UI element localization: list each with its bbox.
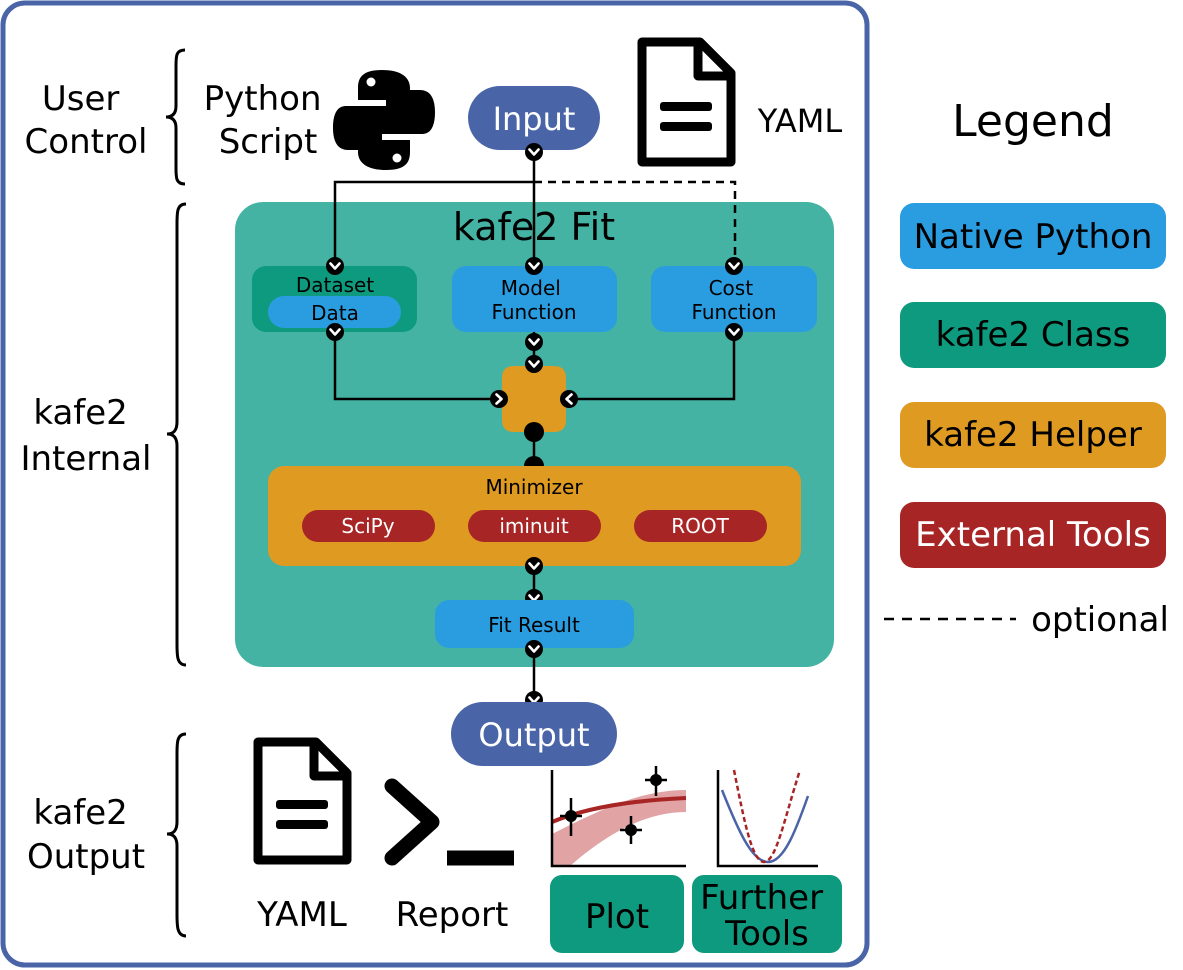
root-node	[634, 510, 767, 542]
iminuit-node	[468, 510, 601, 542]
chevron-down-icon	[523, 255, 545, 277]
further-tools-node	[692, 875, 842, 953]
scipy-node	[302, 510, 435, 542]
chevron-down-icon	[324, 321, 346, 343]
python-logo-icon	[333, 70, 435, 170]
chevron-down-icon	[523, 555, 545, 577]
legend-external-tools-label: External Tools	[915, 515, 1151, 555]
input-connectors	[333, 150, 737, 266]
input-node	[468, 86, 600, 150]
model-function-node	[452, 266, 617, 332]
section-label-internal: kafe2 Internal	[20, 393, 151, 479]
dataset-label: Dataset	[296, 273, 374, 297]
data-node	[268, 296, 401, 328]
section-label-user-control: User Control	[25, 79, 148, 162]
chevron-down-icon	[723, 321, 745, 343]
data-label: Data	[311, 301, 359, 325]
yaml-input-label: YAML	[757, 102, 843, 140]
kafe2-fit-title: kafe2 Fit	[453, 205, 615, 249]
legend-native-python	[900, 203, 1166, 269]
brace-internal	[166, 202, 187, 667]
chevron-down-icon	[523, 638, 545, 660]
legend-kafe2-class-label: kafe2 Class	[936, 315, 1131, 355]
yaml-output-file-icon	[253, 737, 352, 865]
fit-plot-icon	[550, 766, 687, 868]
terminal-icon	[384, 778, 514, 866]
chevron-down-icon	[324, 255, 346, 277]
legend-optional-label: optional	[1031, 600, 1169, 640]
fit-result-label: Fit Result	[488, 613, 580, 637]
plot-node	[550, 875, 684, 953]
legend-kafe2-helper	[900, 402, 1166, 468]
cost-function-label: Cost Function	[691, 276, 776, 324]
legend-title: Legend	[952, 96, 1114, 147]
output-label: Output	[478, 716, 589, 754]
legend-external-tools	[900, 502, 1166, 568]
legend-kafe2-helper-label: kafe2 Helper	[924, 415, 1142, 455]
scipy-label: SciPy	[341, 514, 394, 538]
model-function-label: Model Function	[491, 276, 576, 324]
fit-helper-node	[499, 366, 569, 432]
root-label: ROOT	[671, 514, 729, 538]
chevron-left-icon	[560, 390, 578, 408]
iminuit-label: iminuit	[499, 514, 569, 538]
connector-dot	[524, 422, 544, 442]
minimizer-label: Minimizer	[485, 475, 583, 499]
section-label-output: kafe2 Output	[27, 793, 145, 877]
yaml-file-icon	[637, 37, 736, 167]
input-label: Input	[493, 100, 576, 138]
output-node	[451, 702, 617, 766]
chevron-down-icon	[723, 255, 745, 277]
further-tools-label: Further Tools	[700, 878, 834, 954]
fit-result-node	[435, 600, 634, 648]
legend-native-python-label: Native Python	[914, 217, 1153, 257]
legend-kafe2-class	[900, 302, 1166, 368]
plot-label: Plot	[585, 897, 649, 937]
report-label: Report	[396, 895, 509, 935]
yaml-output-label: YAML	[256, 895, 347, 935]
brace-output	[166, 732, 187, 938]
cost-curve-icon	[716, 769, 818, 868]
python-script-label: Python Script	[204, 79, 333, 162]
chevron-down-icon	[523, 141, 545, 163]
chevron-down-icon	[523, 331, 545, 353]
cost-function-node	[651, 266, 817, 332]
brace-user-control	[165, 48, 186, 186]
chevron-right-icon	[490, 390, 508, 408]
chevron-down-icon	[523, 353, 545, 375]
